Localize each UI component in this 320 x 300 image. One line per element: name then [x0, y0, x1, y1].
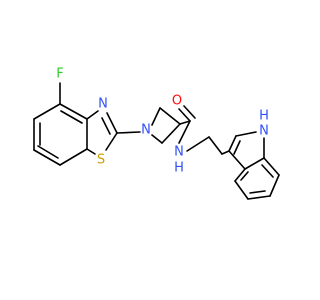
bond [244, 157, 265, 170]
bond [159, 107, 181, 125]
atom-fluorine: F [56, 67, 63, 82]
bond [105, 132, 118, 151]
atom-thiazole-sulfur: S [97, 153, 105, 168]
bond [235, 131, 257, 137]
bond [59, 103, 88, 120]
bond-double-inner [60, 110, 83, 124]
bond [263, 157, 280, 176]
benzothiazole-benzene-ring [33, 103, 88, 166]
bond-n-ch2 [186, 136, 210, 152]
atom-indole-hydrogen: H [259, 109, 269, 124]
molecule-structure-diagram: F N S N O N H H N [33, 67, 280, 200]
atom-carbonyl-oxygen: O [172, 94, 182, 109]
atom-azetidine-nitrogen: N [141, 123, 151, 138]
bond-ch2-ch2 [208, 136, 223, 155]
benzothiazole-thiazole-ring [86, 110, 118, 155]
bond [33, 103, 61, 120]
bond [228, 150, 246, 170]
bond [33, 149, 61, 166]
bond [86, 110, 99, 120]
bond-double-inner [101, 117, 111, 135]
bond-double-inner [37, 145, 59, 159]
bond [161, 123, 181, 144]
bond-c-n-amide [178, 120, 191, 144]
bond [228, 135, 237, 152]
bond-double-inner [261, 164, 274, 178]
bond-double-inner [249, 190, 266, 194]
bond [151, 107, 161, 126]
bond [106, 112, 118, 134]
bond-double-inner [233, 140, 241, 155]
bond [269, 174, 280, 197]
atom-amide-nitrogen: N [174, 145, 184, 160]
bond [234, 180, 249, 200]
atom-indole-nitrogen: N [259, 124, 269, 139]
indole-pyrrole-ring [228, 131, 265, 170]
bond-double-inner [240, 171, 249, 181]
bond [247, 195, 271, 200]
bond-c-o-double [178, 108, 191, 122]
bond [59, 148, 88, 166]
azetidine-ring [151, 107, 181, 144]
bond-ch2-indole [221, 150, 230, 155]
bond [151, 134, 163, 144]
indole-benzene-ring [234, 157, 280, 200]
bond-c-o-double [183, 105, 196, 119]
bond [86, 148, 96, 155]
atom-thiazole-nitrogen: N [98, 97, 108, 112]
bond [234, 168, 246, 182]
bond-c-c-carbonyl [179, 120, 191, 125]
atom-amide-hydrogen: H [174, 161, 184, 176]
bond-c-n-azetidine [116, 131, 141, 134]
